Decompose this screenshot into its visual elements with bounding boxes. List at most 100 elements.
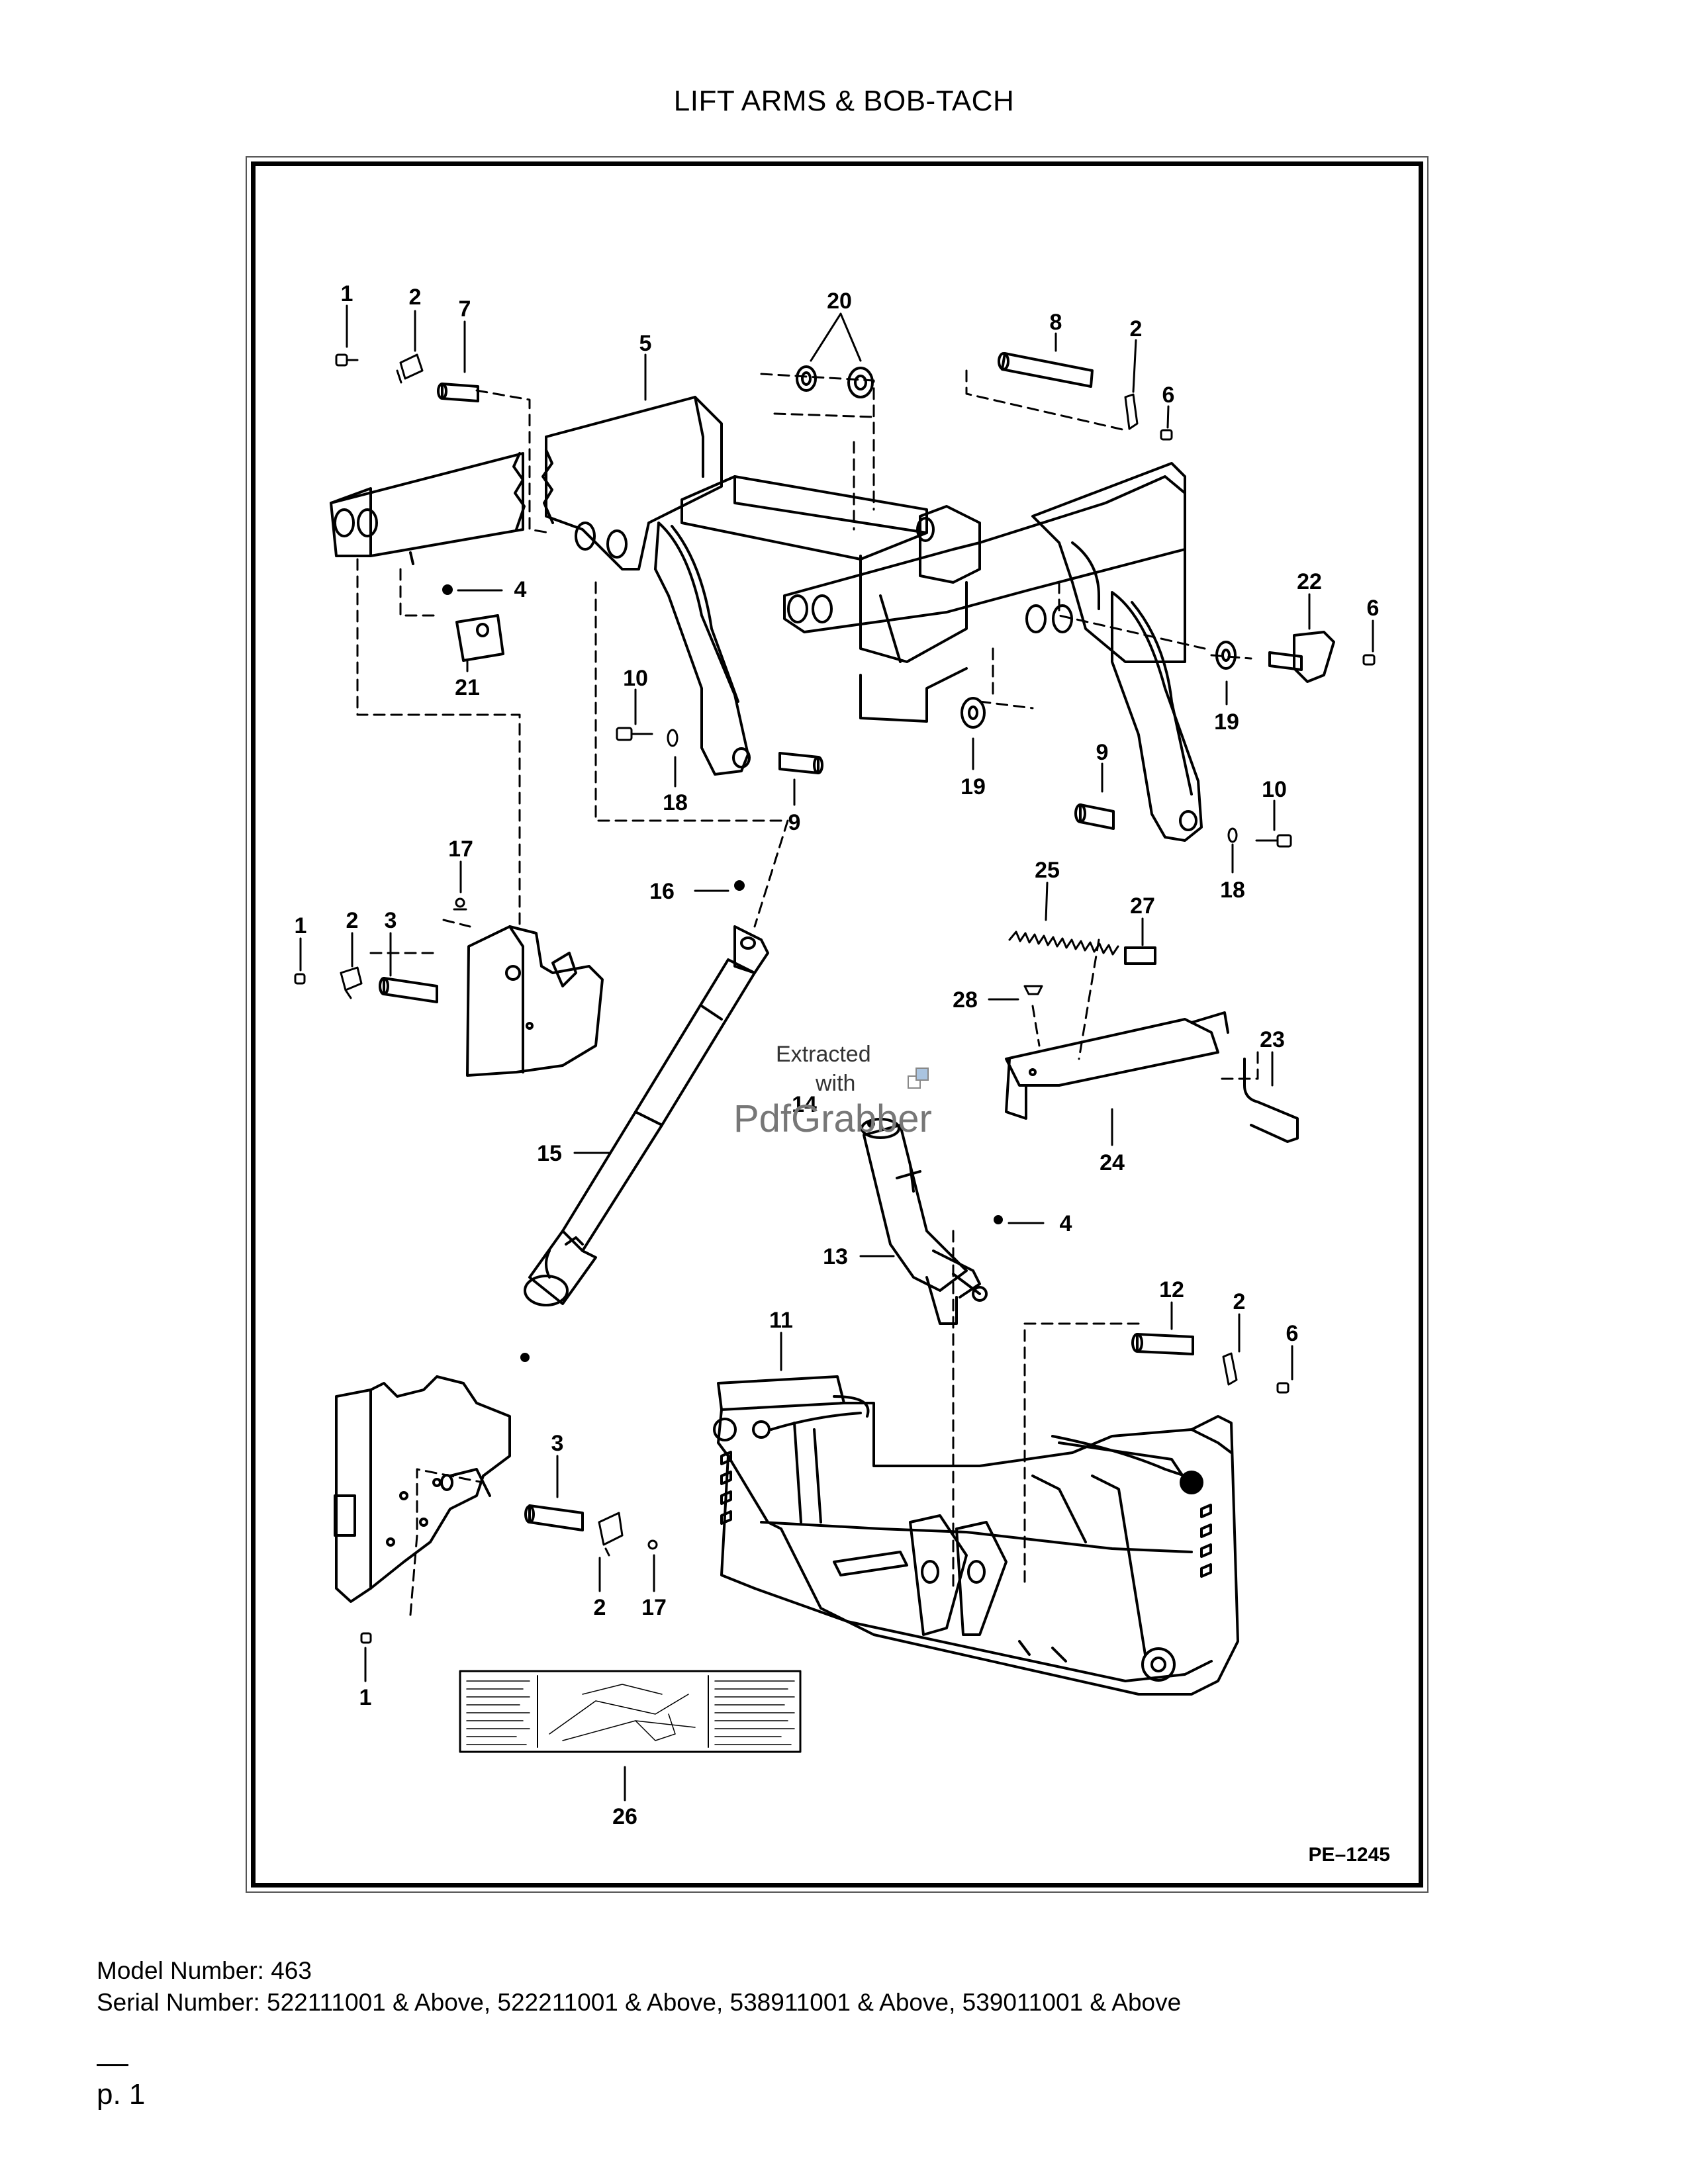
- part-22-pin-plate: [1268, 631, 1335, 683]
- callout-27: 27: [1130, 893, 1155, 919]
- drawing-id: PE–1245: [1308, 1844, 1390, 1866]
- callout-1: 1: [295, 913, 307, 938]
- part-19-washer-right: [1215, 641, 1237, 670]
- part-9-pin-right: [1074, 803, 1115, 830]
- part-1-bolt-top: [335, 353, 359, 367]
- assembly-lines: [356, 369, 1259, 1616]
- part-1-bolt-lower: [360, 1632, 372, 1644]
- page-rule: [97, 2064, 128, 2066]
- callout-16: 16: [649, 879, 675, 904]
- callout-24: 24: [1100, 1150, 1125, 1175]
- callout-1: 1: [359, 1685, 372, 1710]
- part-23-u-bracket: [1243, 1058, 1299, 1143]
- callout-9: 9: [788, 810, 801, 835]
- part-5-lift-arms: [330, 396, 1203, 842]
- callout-labels: 1 2 7 20 5 8 2 6 4 21 22 6 10 18 9 19 19…: [295, 281, 1380, 1829]
- callout-15: 15: [537, 1141, 562, 1166]
- callout-26: 26: [612, 1804, 637, 1829]
- part-fitting-cylinder-end: [520, 1353, 530, 1362]
- callout-10: 10: [623, 666, 648, 691]
- exploded-parts-diagram: 1 2 7 20 5 8 2 6 4 21 22 6 10 18 9 19 19…: [294, 281, 1380, 1829]
- watermark-line1: Extracted: [776, 1042, 871, 1067]
- part-18-washer-right: [1227, 827, 1238, 843]
- part-15-lift-cylinder: [524, 925, 769, 1306]
- part-2-clip-top: [396, 353, 424, 384]
- page-title: LIFT ARMS & BOB-TACH: [673, 85, 1015, 117]
- callout-23: 23: [1260, 1027, 1285, 1052]
- part-8-pin: [998, 352, 1094, 388]
- part-2-clip-right: [1124, 393, 1139, 430]
- callout-4: 4: [514, 577, 527, 602]
- watermark-brand: PdfGrabber: [733, 1097, 932, 1140]
- callout-18: 18: [663, 790, 688, 815]
- part-28-bolt: [1023, 985, 1043, 995]
- watermark-line2: with: [815, 1071, 855, 1096]
- callout-19: 19: [1214, 709, 1239, 735]
- callout-12: 12: [1159, 1277, 1184, 1302]
- part-27-pad: [1124, 946, 1156, 965]
- part-1-bolt-mid: [294, 973, 306, 985]
- part-16-fitting: [734, 880, 745, 891]
- part-18-washer-left: [667, 729, 679, 747]
- callout-7: 7: [459, 296, 471, 322]
- callout-6: 6: [1286, 1321, 1299, 1346]
- diagram-frame: [251, 161, 1423, 1888]
- model-number: Model Number: 463: [97, 1957, 312, 1984]
- part-24-lever: [1005, 1011, 1229, 1120]
- part-6-nut-top: [1160, 429, 1173, 441]
- left-frame-mount: [466, 925, 604, 1077]
- watermark-logo-icon: [908, 1068, 929, 1089]
- callout-14: 14: [792, 1092, 817, 1117]
- callout-28: 28: [953, 987, 978, 1013]
- part-17-fitting-mid: [453, 897, 467, 911]
- part-2-clip-lower: [598, 1512, 624, 1557]
- part-6-nut-right: [1362, 654, 1376, 666]
- callout-21: 21: [455, 675, 480, 700]
- callout-2: 2: [1130, 316, 1143, 341]
- part-26-decal: [459, 1670, 802, 1753]
- serial-number: Serial Number: 522111001 & Above, 522211…: [97, 1989, 1182, 2016]
- part-3-pin-lower: [524, 1504, 584, 1531]
- callout-1: 1: [341, 281, 353, 306]
- watermark: Extracted with PdfGrabber: [733, 1042, 932, 1140]
- part-13-tilt-cylinder: [861, 1118, 988, 1325]
- part-11-bob-tach: [713, 1375, 1239, 1696]
- callout-4: 4: [1060, 1211, 1072, 1236]
- part-4-fitting-top: [442, 584, 453, 595]
- part-25-spring: [1008, 931, 1119, 956]
- part-20-bushings: [796, 365, 874, 398]
- part-9-pin-left: [778, 752, 823, 774]
- part-10-bolt-left: [616, 727, 653, 741]
- lower-frame-section: [334, 1375, 511, 1603]
- callout-22: 22: [1297, 569, 1322, 594]
- part-21-bushing: [455, 614, 504, 662]
- callout-6: 6: [1367, 596, 1380, 621]
- part-17-fitting-lower: [647, 1539, 658, 1550]
- callout-18: 18: [1220, 878, 1245, 903]
- callout-2: 2: [594, 1595, 606, 1620]
- callout-25: 25: [1035, 858, 1060, 883]
- part-4-fitting-mid: [994, 1215, 1003, 1224]
- part-19-washer-center: [961, 697, 986, 729]
- leader-lines: [299, 304, 1374, 1801]
- callout-10: 10: [1262, 777, 1287, 802]
- part-12-pin: [1131, 1333, 1194, 1355]
- callout-8: 8: [1050, 310, 1062, 335]
- callout-3: 3: [385, 908, 397, 933]
- page-number: p. 1: [97, 2078, 146, 2111]
- callout-13: 13: [823, 1244, 848, 1269]
- part-10-bolt-right: [1255, 834, 1292, 848]
- callout-5: 5: [639, 331, 652, 356]
- diagram-frame-outer: [246, 156, 1429, 1893]
- part-2-clip-mid: [340, 966, 363, 999]
- part-7-pin: [437, 383, 479, 402]
- part-6-nut-lower: [1276, 1382, 1289, 1394]
- callout-2: 2: [409, 285, 422, 310]
- callout-17: 17: [641, 1595, 667, 1620]
- callout-2: 2: [1233, 1289, 1246, 1314]
- part-2-clip-lower-right: [1222, 1352, 1238, 1386]
- callout-19: 19: [961, 774, 986, 799]
- callout-9: 9: [1096, 740, 1109, 765]
- callout-2: 2: [346, 908, 359, 933]
- callout-20: 20: [827, 289, 852, 314]
